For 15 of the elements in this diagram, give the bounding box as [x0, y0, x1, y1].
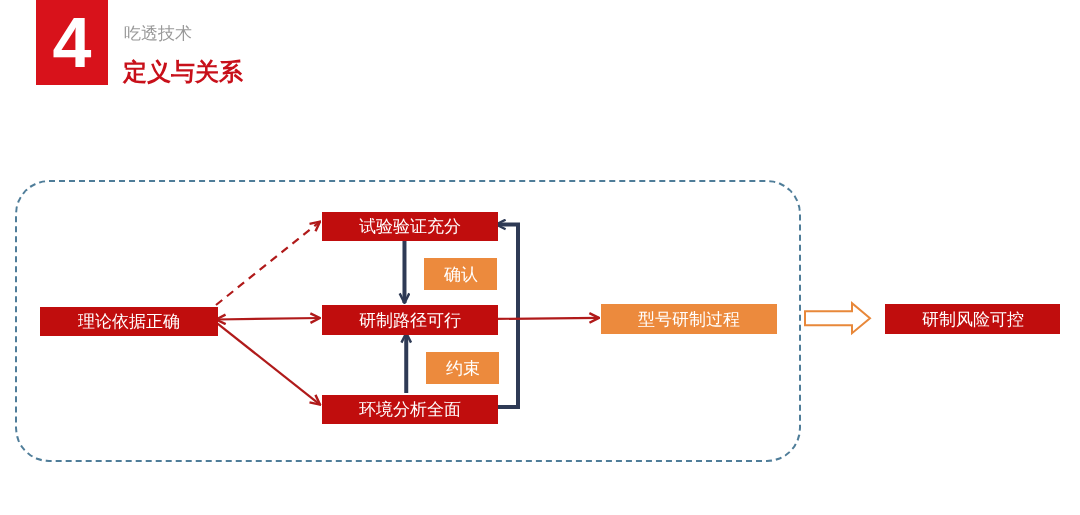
- process-box: 研制路径可行: [322, 305, 498, 335]
- section-number: 4: [52, 2, 92, 83]
- process-box: 理论依据正确: [40, 307, 218, 336]
- hollow-arrow: [804, 301, 872, 336]
- title: 定义与关系: [123, 57, 243, 88]
- process-box: 试验验证充分: [322, 212, 498, 241]
- dashed-group-frame: [15, 180, 801, 462]
- process-box: 型号研制过程: [601, 304, 777, 334]
- arrow: [398, 239, 411, 305]
- subtitle: 吃透技术: [124, 22, 192, 45]
- process-box: 研制风险可控: [885, 304, 1060, 334]
- process-box: 约束: [426, 352, 499, 384]
- process-box: 确认: [424, 258, 497, 290]
- process-box: 环境分析全面: [322, 395, 498, 424]
- arrow: [215, 220, 322, 306]
